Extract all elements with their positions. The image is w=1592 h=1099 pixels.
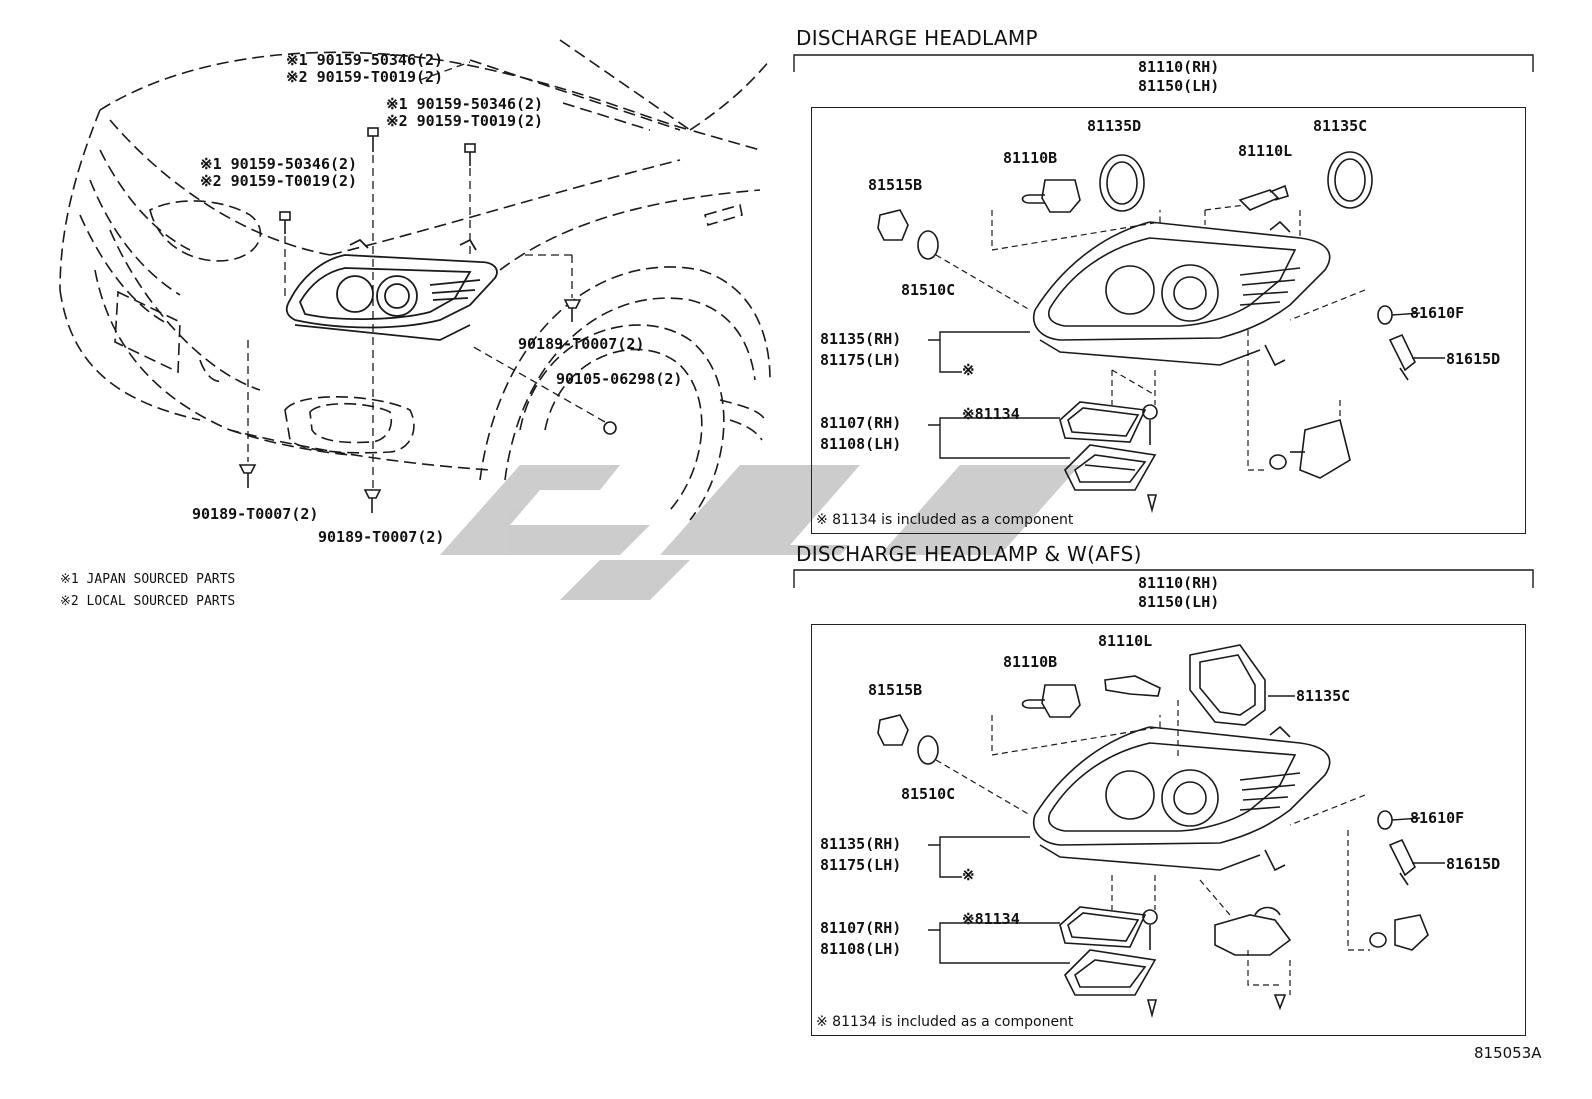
s2-housing-lh: 81175(LH) [820, 856, 902, 874]
section2-frame [811, 624, 1526, 1036]
s2-housing-rh: 81135(RH) [820, 835, 902, 853]
s2-81515B-label: 81515B [868, 681, 923, 699]
bolt-top-left-label-1: ※1 90159-50346(2) [200, 155, 358, 173]
s2-ballast-lh: 81108(LH) [820, 940, 902, 958]
s1-note: ※ 81134 is included as a component [816, 512, 1074, 528]
s1-81134-label: ※81134 [962, 405, 1020, 423]
bolt-top-right-label-1: ※1 90159-50346(2) [286, 51, 444, 69]
s1-81615D-label: 81615D [1446, 350, 1501, 368]
clip-right-label: 90189-T0007(2) [518, 335, 645, 353]
s1-81515B-label: 81515B [868, 176, 923, 194]
s2-81615D-label: 81615D [1446, 855, 1501, 873]
s1-housing-rh: 81135(RH) [820, 330, 902, 348]
bolt-top-center-label-2: ※2 90159-T0019(2) [386, 112, 544, 130]
s1-housing-mark: ※ [962, 361, 975, 379]
s1-81610F-label: 81610F [1410, 304, 1465, 322]
section1-title: DISCHARGE HEADLAMP [796, 26, 1038, 50]
clip-bottom-center-label: 90189-T0007(2) [318, 528, 445, 546]
s2-note: ※ 81134 is included as a component [816, 1014, 1074, 1030]
s2-81110L-label: 81110L [1098, 632, 1153, 650]
section1-frame [811, 107, 1526, 534]
clip-bottom-left-label: 90189-T0007(2) [192, 505, 319, 523]
s1-81135C-label: 81135C [1313, 117, 1368, 135]
s2-81110B-label: 81110B [1003, 653, 1058, 671]
bolt-top-center-label-1: ※1 90159-50346(2) [386, 95, 544, 113]
s2-assembly-lh: 81150(LH) [1138, 593, 1220, 611]
s1-ballast-lh: 81108(LH) [820, 435, 902, 453]
s1-81135D-label: 81135D [1087, 117, 1142, 135]
s2-assembly-rh: 81110(RH) [1138, 574, 1220, 592]
section2-title: DISCHARGE HEADLAMP & W(AFS) [796, 542, 1142, 566]
s1-housing-lh: 81175(LH) [820, 351, 902, 369]
bolt-top-right-label-2: ※2 90159-T0019(2) [286, 68, 444, 86]
s2-housing-mark: ※ [962, 866, 975, 884]
screw-label: 90105-06298(2) [556, 370, 683, 388]
legend-japan: ※1 JAPAN SOURCED PARTS [60, 572, 236, 587]
diagram-code: 815053A [1474, 1044, 1542, 1062]
legend-local: ※2 LOCAL SOURCED PARTS [60, 594, 236, 609]
s2-ballast-rh: 81107(RH) [820, 919, 902, 937]
s2-81610F-label: 81610F [1410, 809, 1465, 827]
s1-81110L-label: 81110L [1238, 142, 1293, 160]
s2-81134-label: ※81134 [962, 910, 1020, 928]
s2-81135C-label: 81135C [1296, 687, 1351, 705]
s2-81510C-label: 81510C [901, 785, 956, 803]
s1-assembly-lh: 81150(LH) [1138, 77, 1220, 95]
s1-81110B-label: 81110B [1003, 149, 1058, 167]
s1-81510C-label: 81510C [901, 281, 956, 299]
s1-assembly-rh: 81110(RH) [1138, 58, 1220, 76]
s1-ballast-rh: 81107(RH) [820, 414, 902, 432]
bolt-top-left-label-2: ※2 90159-T0019(2) [200, 172, 358, 190]
